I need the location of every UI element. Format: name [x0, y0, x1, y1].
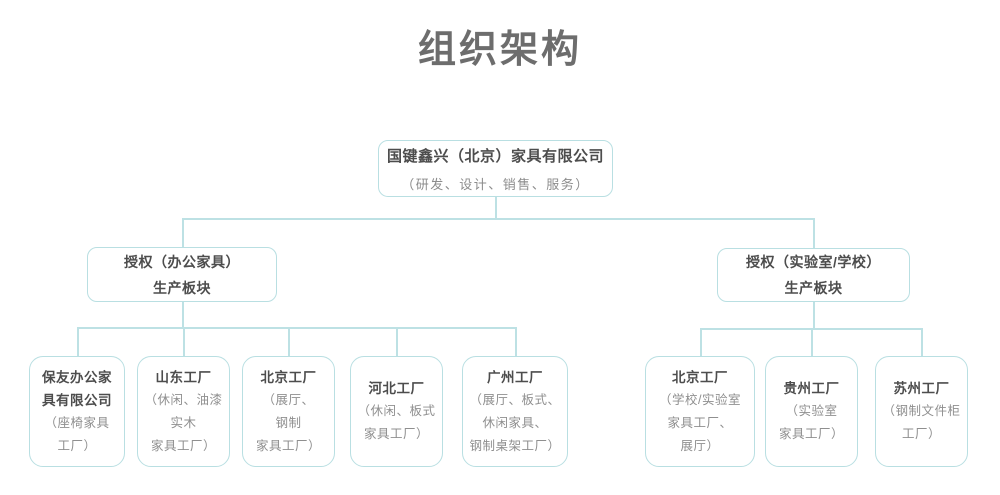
text-line: （休闲、油漆 — [144, 392, 223, 407]
factory-node-beijing-lab: 北京工厂 （学校/实验室家具工厂、展厅） — [645, 356, 755, 467]
text-line: 工厂） — [901, 427, 941, 441]
connector-lab-child2 — [811, 328, 813, 356]
text-line: （座椅家具 — [44, 415, 110, 430]
connector-lab-drop — [813, 218, 815, 248]
factory-name: 山东工厂 — [156, 366, 212, 389]
text-line: 钢制桌架工厂） — [469, 438, 561, 453]
text-line: 贵州工厂 — [783, 381, 840, 396]
factory-name: 贵州工厂 — [784, 377, 840, 400]
connector-level1-bus — [182, 218, 814, 220]
factory-node-baoyou: 保友办公家具有限公司 （座椅家具工厂） — [29, 356, 125, 467]
text-line: 授权（实验室/学校） — [746, 254, 881, 270]
text-line: （展厅、板式、 — [469, 392, 561, 407]
division-office-node: 授权（办公家具） 生产板块 — [87, 247, 277, 302]
factory-name: 苏州工厂 — [894, 377, 950, 400]
factory-desc: （展厅、板式、休闲家具、钢制桌架工厂） — [469, 389, 560, 458]
text-line: （钢制文件柜 — [882, 404, 961, 418]
factory-name: 广州工厂 — [487, 366, 543, 389]
division-lab-node: 授权（实验室/学校） 生产板块 — [717, 248, 910, 302]
connector-office-child4 — [396, 327, 398, 356]
text-line: 苏州工厂 — [893, 381, 950, 396]
org-root-node: 国键鑫兴（北京）家具有限公司 （研发、设计、销售、服务） — [378, 140, 613, 197]
factory-node-beijing-office: 北京工厂 （展厅、钢制家具工厂） — [242, 356, 335, 467]
text-line: 钢制 — [275, 415, 302, 430]
factory-name: 保友办公家具有限公司 — [42, 366, 112, 412]
text-line: 家具工厂） — [255, 438, 321, 453]
text-line: 工厂） — [57, 438, 97, 453]
text-line: 生产板块 — [784, 280, 843, 296]
connector-office-child2 — [183, 327, 185, 356]
text-line: 家具工厂） — [150, 438, 216, 453]
connector-lab-stem — [813, 302, 815, 328]
factory-node-guangzhou: 广州工厂 （展厅、板式、休闲家具、钢制桌架工厂） — [462, 356, 568, 467]
text-line: 实木 — [170, 415, 197, 430]
text-line: 休闲家具、 — [482, 415, 548, 430]
connector-office-drop — [182, 218, 184, 247]
text-line: 展厅） — [680, 438, 720, 453]
factory-desc: （展厅、钢制家具工厂） — [256, 389, 321, 458]
text-line: 家具工厂） — [778, 427, 844, 441]
connector-office-child5 — [515, 327, 517, 356]
factory-desc: （休闲、油漆实木家具工厂） — [144, 389, 222, 458]
text-line: 山东工厂 — [155, 369, 212, 385]
connector-office-stem — [182, 302, 184, 327]
text-line: 北京工厂 — [260, 369, 317, 385]
connector-office-bus — [77, 327, 516, 329]
text-line: 具有限公司 — [42, 392, 112, 408]
connector-lab-child3 — [921, 328, 923, 356]
factory-node-shandong: 山东工厂 （休闲、油漆实木家具工厂） — [137, 356, 230, 467]
factory-name: 北京工厂 — [261, 366, 317, 389]
factory-desc: （学校/实验室家具工厂、展厅） — [659, 389, 741, 458]
factory-node-hebei: 河北工厂 （休闲、板式家具工厂） — [350, 356, 443, 467]
connector-office-child1 — [77, 327, 79, 356]
company-functions: （研发、设计、销售、服务） — [401, 176, 590, 192]
text-line: （休闲、板式 — [357, 404, 436, 418]
connector-office-child3 — [288, 327, 290, 356]
factory-desc: （座椅家具工厂） — [44, 412, 109, 458]
connector-root-drop — [495, 197, 497, 218]
text-line: 保友办公家 — [42, 369, 112, 385]
text-line: 生产板块 — [153, 279, 211, 296]
factory-node-suzhou: 苏州工厂 （钢制文件柜工厂） — [875, 356, 968, 467]
text-line: 北京工厂 — [672, 369, 728, 385]
factory-name: 北京工厂 — [672, 366, 728, 389]
text-line: 家具工厂、 — [667, 415, 733, 430]
company-name: 国键鑫兴（北京）家具有限公司 — [386, 147, 604, 165]
factory-desc: （钢制文件柜工厂） — [882, 400, 960, 446]
page-title: 组织架构 — [417, 29, 582, 71]
factory-desc: （休闲、板式家具工厂） — [357, 400, 435, 446]
text-line: 广州工厂 — [487, 369, 543, 385]
factory-desc: （实验室家具工厂） — [779, 400, 844, 446]
text-line: 授权（办公家具） — [124, 253, 240, 270]
factory-node-guizhou: 贵州工厂 （实验室家具工厂） — [765, 356, 858, 467]
connector-lab-child1 — [700, 328, 702, 356]
text-line: （实验室 — [785, 404, 838, 418]
factory-name: 河北工厂 — [369, 377, 425, 400]
text-line: （展厅、 — [262, 392, 315, 407]
text-line: 家具工厂） — [363, 427, 429, 441]
text-line: 河北工厂 — [368, 381, 425, 396]
text-line: （学校/实验室 — [659, 392, 741, 407]
